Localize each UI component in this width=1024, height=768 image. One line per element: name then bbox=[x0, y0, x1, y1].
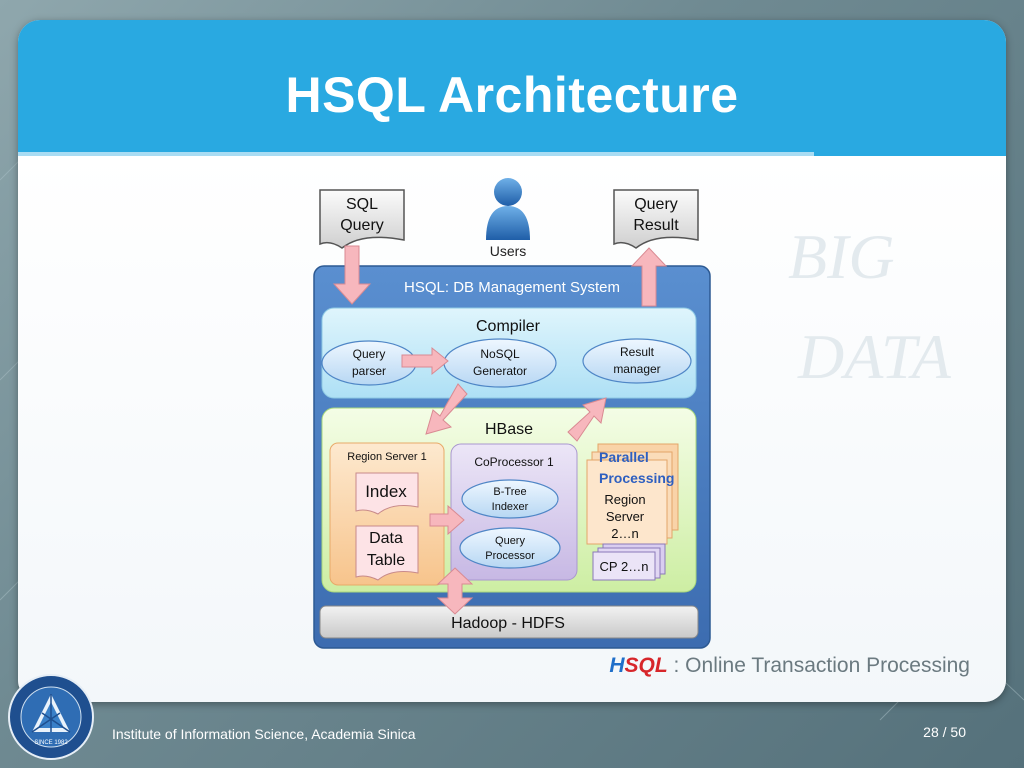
query-result-document: Query Result bbox=[613, 189, 699, 249]
title-divider bbox=[18, 152, 814, 156]
result-manager-node: Result manager bbox=[582, 338, 692, 384]
caption-brand-rest: SQL bbox=[624, 654, 668, 677]
arrow-hbase-to-result bbox=[567, 397, 607, 442]
arrow-hbase-hdfs bbox=[436, 567, 474, 615]
cp-n-stack: CP 2…n bbox=[592, 543, 666, 581]
data-table-node: Data Table bbox=[355, 525, 419, 581]
region-server-n-label-1: Region bbox=[604, 492, 645, 507]
caption: HSQL : Online Transaction Processing bbox=[609, 654, 970, 678]
caption-brand: HSQL bbox=[609, 654, 667, 677]
btree-indexer-node: B-Tree Indexer bbox=[461, 479, 559, 519]
cp-n-label: CP 2…n bbox=[600, 559, 649, 574]
parallel-label-1: Parallel bbox=[599, 449, 649, 465]
caption-brand-h: H bbox=[609, 654, 625, 677]
result-manager-label-2: manager bbox=[613, 362, 660, 376]
compiler-title: Compiler bbox=[476, 318, 541, 335]
nosql-generator-node: NoSQL Generator bbox=[443, 338, 557, 388]
arrow-result-up bbox=[630, 247, 668, 307]
users-icon: Users bbox=[486, 178, 530, 259]
query-processor-node: Query Processor bbox=[459, 527, 561, 569]
users-label: Users bbox=[490, 243, 527, 259]
hsql-system-title: HSQL: DB Management System bbox=[404, 279, 620, 296]
caption-text: : Online Transaction Processing bbox=[667, 654, 971, 677]
hdfs-label: Hadoop - HDFS bbox=[451, 615, 565, 632]
query-parser-label-1: Query bbox=[353, 347, 386, 361]
arrow-table-to-coprocessor bbox=[429, 504, 465, 536]
index-node: Index bbox=[355, 472, 419, 515]
nosql-generator-label-1: NoSQL bbox=[480, 347, 520, 361]
sql-query-label-1: SQL bbox=[346, 196, 378, 213]
arrow-generator-to-hbase bbox=[425, 383, 468, 435]
result-manager-label-1: Result bbox=[620, 345, 655, 359]
sql-query-document: SQL Query bbox=[319, 189, 405, 249]
nosql-generator-label-2: Generator bbox=[473, 364, 527, 378]
watermark-big: BIG bbox=[788, 221, 895, 292]
slide-title: HSQL Architecture bbox=[285, 67, 739, 123]
parallel-region-servers: Parallel Processing Region Server 2…n bbox=[586, 443, 679, 545]
coprocessor-title: CoProcessor 1 bbox=[474, 455, 554, 469]
logo-text: SINCE 1982 bbox=[34, 740, 68, 746]
region-server-n-label-3: 2…n bbox=[611, 526, 638, 541]
index-label: Index bbox=[365, 482, 407, 501]
hdfs-bar bbox=[319, 605, 699, 639]
data-table-label-2: Table bbox=[367, 552, 405, 569]
region-server-n-label-2: Server bbox=[606, 509, 645, 524]
data-table-label-1: Data bbox=[369, 530, 403, 547]
btree-indexer-label-1: B-Tree bbox=[493, 486, 526, 498]
hbase-title: HBase bbox=[485, 421, 533, 438]
query-processor-label-1: Query bbox=[495, 535, 525, 547]
region-server-title: Region Server 1 bbox=[347, 451, 427, 463]
query-processor-label-2: Processor bbox=[485, 550, 535, 562]
footer-institute: Institute of Information Science, Academ… bbox=[112, 726, 416, 742]
title-bar bbox=[18, 20, 1006, 156]
query-parser-label-2: parser bbox=[352, 364, 386, 378]
arrow-sql-down bbox=[332, 245, 372, 305]
sql-query-label-2: Query bbox=[340, 217, 384, 234]
query-result-label-1: Query bbox=[634, 196, 678, 213]
query-result-label-2: Result bbox=[633, 217, 679, 234]
institute-logo: SINCE 1982 bbox=[8, 674, 94, 760]
arrow-parser-to-generator bbox=[401, 346, 449, 376]
watermark-data: DATA bbox=[798, 321, 951, 392]
parallel-label-2: Processing bbox=[599, 470, 674, 486]
page-number: 28 / 50 bbox=[923, 724, 966, 740]
btree-indexer-label-2: Indexer bbox=[492, 501, 529, 513]
